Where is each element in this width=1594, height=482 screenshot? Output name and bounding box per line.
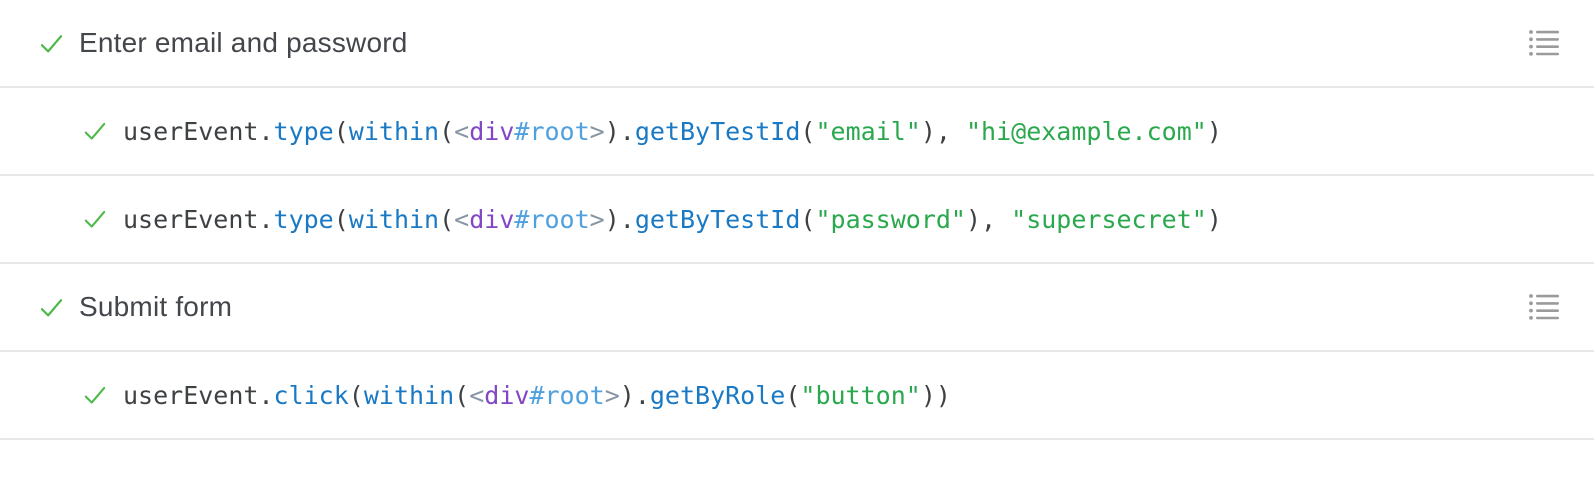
code-token-id: #root bbox=[529, 380, 605, 410]
code-token-plain: userEvent. bbox=[123, 380, 274, 410]
code-token-plain: userEvent. bbox=[123, 204, 274, 234]
code-token-string: "password" bbox=[815, 204, 966, 234]
checkmark-icon bbox=[82, 206, 108, 232]
code-token-method: getByTestId bbox=[634, 204, 801, 234]
code-token-tag: div bbox=[484, 380, 530, 410]
code-token-plain: ( bbox=[800, 204, 816, 234]
code-token-plain: ( bbox=[785, 380, 801, 410]
code-token-plain: ( bbox=[333, 116, 349, 146]
code-token-bracket: > bbox=[604, 380, 620, 410]
code-token-plain: ). bbox=[619, 380, 650, 410]
list-icon[interactable] bbox=[1528, 292, 1560, 322]
code-token-plain: ( bbox=[800, 116, 816, 146]
code-token-plain: ( bbox=[348, 380, 364, 410]
code-token-tag: div bbox=[469, 204, 515, 234]
code-token-method: click bbox=[273, 380, 349, 410]
code-token-id: #root bbox=[514, 116, 590, 146]
command-code: userEvent.click(within(<div#root>).getBy… bbox=[123, 383, 951, 408]
code-token-plain: ), bbox=[920, 116, 966, 146]
code-token-id: #root bbox=[514, 204, 590, 234]
code-token-plain: ). bbox=[604, 204, 635, 234]
step-header-enter-email[interactable]: Enter email and password bbox=[0, 0, 1594, 88]
step-title: Enter email and password bbox=[79, 27, 408, 58]
code-token-plain: ( bbox=[454, 380, 470, 410]
command-code: userEvent.type(within(<div#root>).getByT… bbox=[123, 119, 1222, 144]
code-token-string: "button" bbox=[800, 380, 921, 410]
code-token-method: type bbox=[273, 116, 334, 146]
list-icon[interactable] bbox=[1528, 28, 1560, 58]
checkmark-icon bbox=[38, 294, 65, 321]
code-token-method: getByRole bbox=[649, 380, 786, 410]
code-token-string: "supersecret" bbox=[1011, 204, 1207, 234]
code-token-bracket: < bbox=[469, 380, 485, 410]
code-token-method: within bbox=[348, 204, 440, 234]
code-token-plain: ) bbox=[1206, 116, 1222, 146]
code-token-bracket: < bbox=[454, 116, 470, 146]
step-header-submit-form[interactable]: Submit form bbox=[0, 264, 1594, 352]
code-token-plain: ( bbox=[439, 116, 455, 146]
code-token-plain: ( bbox=[439, 204, 455, 234]
code-token-tag: div bbox=[469, 116, 515, 146]
code-token-bracket: > bbox=[589, 204, 605, 234]
code-token-string: "email" bbox=[815, 116, 921, 146]
code-token-method: type bbox=[273, 204, 334, 234]
command-code: userEvent.type(within(<div#root>).getByT… bbox=[123, 207, 1222, 232]
code-token-plain: )) bbox=[920, 380, 951, 410]
code-token-plain: ) bbox=[1206, 204, 1222, 234]
code-token-method: within bbox=[363, 380, 455, 410]
code-token-string: "hi@example.com" bbox=[965, 116, 1207, 146]
code-token-plain: userEvent. bbox=[123, 116, 274, 146]
code-token-plain: ). bbox=[604, 116, 635, 146]
checkmark-icon bbox=[82, 118, 108, 144]
command-row-type-email[interactable]: userEvent.type(within(<div#root>).getByT… bbox=[0, 88, 1594, 176]
command-row-type-password[interactable]: userEvent.type(within(<div#root>).getByT… bbox=[0, 176, 1594, 264]
command-row-click-button[interactable]: userEvent.click(within(<div#root>).getBy… bbox=[0, 352, 1594, 440]
code-token-plain: ( bbox=[333, 204, 349, 234]
checkmark-icon bbox=[82, 382, 108, 408]
step-title: Submit form bbox=[79, 291, 233, 322]
code-token-method: getByTestId bbox=[634, 116, 801, 146]
code-token-bracket: < bbox=[454, 204, 470, 234]
test-log: Enter email and password userEvent.type(… bbox=[0, 0, 1594, 440]
code-token-plain: ), bbox=[965, 204, 1012, 234]
checkmark-icon bbox=[38, 30, 65, 57]
code-token-bracket: > bbox=[589, 116, 605, 146]
code-token-method: within bbox=[348, 116, 440, 146]
